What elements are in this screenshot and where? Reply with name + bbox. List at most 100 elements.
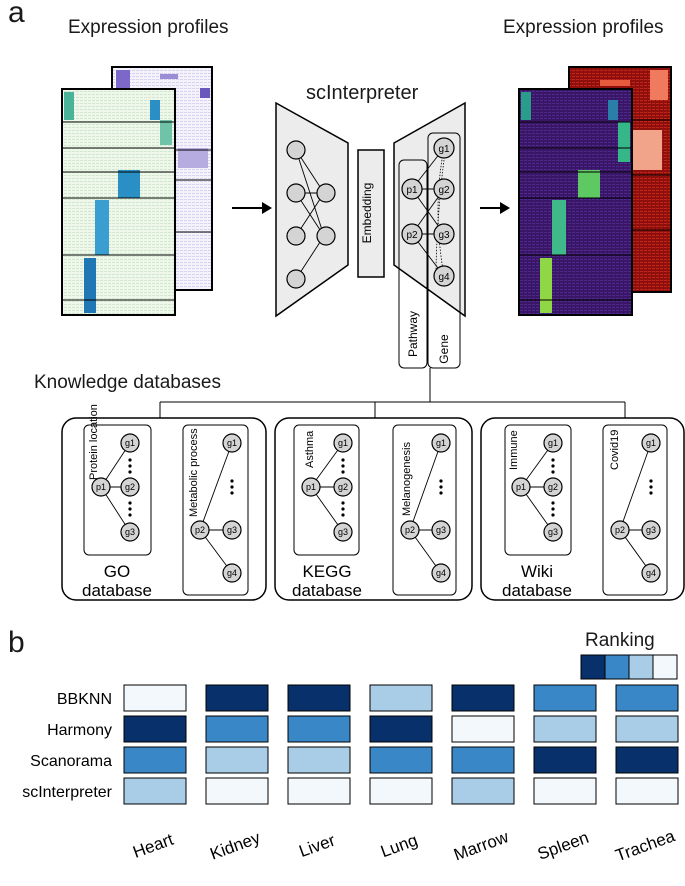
decoder-g4: g4	[438, 272, 450, 283]
database-connector	[159, 368, 626, 418]
go-db-name-1: GO	[104, 562, 130, 581]
row-label: BBKNN	[57, 691, 112, 708]
kegg-database-box	[274, 417, 473, 601]
go-p2: p2	[195, 525, 205, 535]
legend-swatch	[580, 654, 606, 680]
go-p1: p1	[96, 482, 106, 492]
input-heatmap-front	[61, 88, 176, 316]
decoder-p2: p2	[406, 230, 418, 241]
heatmap-cell	[205, 746, 269, 774]
column-label: Marrow	[451, 827, 511, 864]
knowledge-title: Knowledge databases	[34, 372, 221, 393]
heatmap-cell	[615, 715, 679, 743]
go-right-pathway: Metabolic process	[188, 428, 200, 517]
kegg-p1: p1	[306, 482, 316, 492]
heatmap-cell	[533, 746, 597, 774]
row-label: Harmony	[47, 722, 112, 739]
go-db-name-2: database	[82, 581, 152, 600]
kegg-db-name-1: KEGG	[302, 562, 351, 581]
heatmap-cell	[451, 777, 515, 805]
heatmap-cell	[123, 715, 187, 743]
heatmap-cell	[451, 746, 515, 774]
output-title: Expression profiles	[503, 17, 664, 38]
decoder-g2: g2	[438, 185, 450, 196]
embedding-label: Embedding	[360, 183, 374, 244]
heatmap-cell	[369, 715, 433, 743]
column-label: Liver	[297, 830, 338, 861]
go-left-pathway: Protein location	[88, 404, 100, 480]
kegg-db-name-2: database	[292, 581, 362, 600]
heatmap-cell	[287, 777, 351, 805]
column-label: Spleen	[535, 828, 591, 864]
arrow-out	[480, 202, 510, 214]
heatmap-cell	[123, 746, 187, 774]
column-label: Kidney	[207, 828, 263, 864]
output-heatmap-front	[518, 88, 633, 316]
heatmap-cell	[287, 684, 351, 712]
heatmap-cell	[205, 777, 269, 805]
heatmap-cell	[123, 777, 187, 805]
row-label: scInterpreter	[22, 784, 112, 801]
go-right-g4: g4	[227, 568, 237, 578]
kegg-right-g4: g4	[436, 568, 446, 578]
go-g3: g3	[125, 527, 135, 537]
go-database-box	[61, 417, 267, 601]
column-label: Lung	[378, 830, 420, 861]
wiki-g2: g2	[548, 482, 558, 492]
panel-a-letter: a	[8, 0, 25, 29]
wiki-p2: p2	[615, 525, 625, 535]
wiki-database-box	[480, 417, 685, 601]
encoder	[275, 101, 349, 318]
wiki-right-g4: g4	[646, 568, 656, 578]
input-title: Expression profiles	[68, 17, 229, 38]
legend-swatch	[652, 654, 678, 680]
heatmap-cell	[533, 715, 597, 743]
ranking-legend-title: Ranking	[585, 630, 655, 651]
wiki-right-pathway: Covid19	[609, 430, 621, 470]
heatmap-cell	[205, 715, 269, 743]
pathway-label: Pathway	[406, 311, 420, 357]
kegg-left-pathway: Asthma	[304, 430, 316, 468]
kegg-p2: p2	[405, 525, 415, 535]
legend-swatch	[604, 654, 630, 680]
ranking-legend	[580, 654, 678, 680]
heatmap-cell	[369, 684, 433, 712]
kegg-g2: g2	[338, 482, 348, 492]
gene-label: Gene	[437, 334, 451, 364]
kegg-right-pathway: Melanogenesis	[401, 442, 413, 516]
decoder-p1: p1	[406, 185, 418, 196]
wiki-left-pathway: Immune	[508, 430, 520, 470]
decoder	[393, 101, 466, 369]
heatmap-cell	[123, 684, 187, 712]
wiki-db-name-1: Wiki	[521, 562, 553, 581]
wiki-right-g3: g3	[646, 525, 656, 535]
column-label: Heart	[130, 830, 176, 862]
heatmap-cell	[205, 684, 269, 712]
heatmap-cell	[451, 684, 515, 712]
wiki-db-name-2: database	[502, 581, 572, 600]
heatmap-cell	[533, 777, 597, 805]
kegg-g3: g3	[338, 527, 348, 537]
column-label: Trachea	[613, 826, 678, 865]
go-right-g1: g1	[227, 438, 237, 448]
heatmap-cell	[369, 777, 433, 805]
heatmap-cell	[615, 746, 679, 774]
wiki-right-g1: g1	[646, 438, 656, 448]
kegg-right-g1: g1	[436, 438, 446, 448]
go-g2: g2	[125, 482, 135, 492]
wiki-g3: g3	[548, 527, 558, 537]
go-right-g3: g3	[227, 525, 237, 535]
heatmap-cell	[287, 746, 351, 774]
heatmap-cell	[369, 746, 433, 774]
wiki-p1: p1	[516, 482, 526, 492]
heatmap-cell	[533, 684, 597, 712]
kegg-g1: g1	[338, 438, 348, 448]
heatmap-cell	[615, 777, 679, 805]
row-label: Scanorama	[30, 753, 112, 770]
kegg-right-g3: g3	[436, 525, 446, 535]
legend-swatch	[628, 654, 654, 680]
heatmap-cell	[451, 715, 515, 743]
arrow-in	[232, 202, 272, 214]
heatmap-cell	[287, 715, 351, 743]
